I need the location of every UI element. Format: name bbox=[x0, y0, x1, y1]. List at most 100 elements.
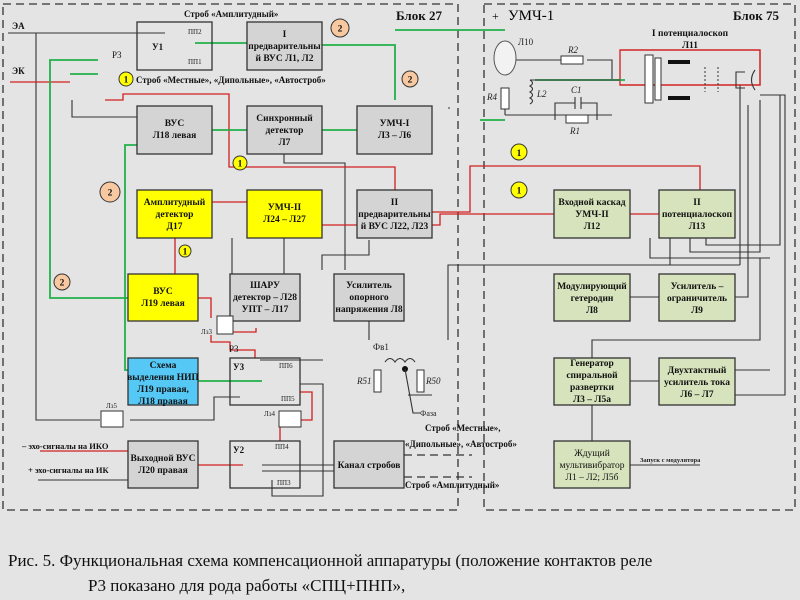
strobe-amplitude-out: Строб «Амплитудный» bbox=[405, 480, 500, 490]
block-label: опорного bbox=[349, 293, 389, 303]
block-label: УМЧ-II bbox=[268, 203, 302, 213]
block-label: II bbox=[391, 198, 399, 208]
marker-text: 1 bbox=[517, 149, 522, 159]
block-75-label: Блок 75 bbox=[733, 8, 779, 23]
block-strobe-channel: Канал стробов bbox=[333, 440, 405, 489]
delay-line-lz3 bbox=[216, 315, 234, 335]
resistor-r51 bbox=[373, 369, 382, 393]
block-label: ВУС bbox=[165, 119, 185, 129]
relay-r3-label-2: Р3 bbox=[229, 344, 239, 354]
block-label: предварительны bbox=[358, 210, 431, 220]
block-label: Д17 bbox=[166, 222, 182, 232]
contact-pp5: ПП5 bbox=[281, 395, 295, 403]
block-label: Канал стробов bbox=[338, 460, 401, 471]
marker-text: 2 bbox=[338, 25, 343, 35]
input-ek-label: ЭК bbox=[12, 66, 25, 76]
block-label: предварительны bbox=[248, 42, 321, 52]
umch1-label: УМЧ-1 bbox=[508, 8, 554, 24]
pot1-outline bbox=[619, 49, 761, 86]
r50-label: R50 bbox=[425, 376, 441, 386]
phase-lead bbox=[404, 368, 420, 414]
block-label: Л24 – Л27 bbox=[263, 215, 306, 225]
marker-text: 1 bbox=[238, 160, 243, 170]
block-label: ограничитель bbox=[667, 294, 727, 304]
block-label: напряжения Л8 bbox=[335, 305, 403, 315]
block-label: Л8 bbox=[586, 306, 598, 316]
r2-label: R2 bbox=[567, 45, 578, 55]
pot1-label: I потенциалоскоп bbox=[652, 29, 729, 39]
lz4-label: Лз4 bbox=[264, 410, 276, 418]
marker-2 bbox=[99, 181, 121, 203]
marker-text: 1 bbox=[183, 248, 188, 258]
input-ea-label: ЭА bbox=[12, 21, 25, 31]
marker-2 bbox=[330, 18, 350, 38]
block-label: У1 bbox=[152, 42, 164, 52]
block-label: детектор bbox=[266, 126, 304, 136]
block-label: Модулирующий bbox=[557, 281, 627, 292]
signal-markers: 1 1 1 1 1 2 2 2 2 bbox=[53, 18, 528, 291]
target-plate bbox=[644, 54, 654, 104]
signal-plate bbox=[654, 57, 662, 101]
block-label: Л3 – Л5а bbox=[573, 395, 611, 405]
block-label: Двухтактный bbox=[668, 365, 727, 376]
deflector-top bbox=[668, 60, 690, 64]
strobe-amplitude-label: Строб «Амплитудный» bbox=[184, 9, 279, 19]
block-label: й ВУС Л1, Л2 bbox=[255, 53, 313, 64]
lz5-label: Лз5 bbox=[106, 402, 118, 410]
delay-line-lz5 bbox=[100, 410, 124, 428]
block-label: Выходной ВУС bbox=[131, 453, 196, 464]
delay-line-lz4 bbox=[278, 410, 302, 428]
block-u2: У2 bbox=[229, 440, 301, 489]
strobe-local-out-1: Строб «Местные», bbox=[425, 423, 501, 433]
marker-1 bbox=[510, 143, 528, 161]
block-label: детектор – Л28 bbox=[233, 293, 297, 303]
block-label: выделения НИП bbox=[127, 373, 199, 383]
r1-label: R1 bbox=[569, 126, 580, 136]
block-label: Ждущий bbox=[574, 448, 610, 459]
strobe-dashed-outputs bbox=[404, 454, 472, 478]
block-27-frame bbox=[2, 3, 459, 511]
block-u3: У3 bbox=[229, 357, 301, 406]
block-label: Л6 – Л7 bbox=[680, 390, 713, 400]
block-label: II bbox=[693, 198, 701, 208]
block-label: Схема bbox=[150, 361, 177, 371]
deflector-bottom bbox=[668, 96, 690, 100]
block-label: Амплитудный bbox=[144, 197, 206, 208]
block-label: УМЧ-I bbox=[380, 119, 410, 129]
l2-label: L2 bbox=[536, 89, 547, 99]
inductor-l2 bbox=[528, 79, 620, 105]
marker-1 bbox=[118, 71, 134, 87]
launch-label: Запуск с модулятора bbox=[640, 457, 701, 464]
wires-red bbox=[10, 49, 761, 466]
marker-text: 2 bbox=[408, 76, 413, 86]
contact-pp2: ПП2 bbox=[188, 28, 202, 36]
l10-label: Л10 bbox=[518, 37, 534, 47]
block-label: Л19 правая, bbox=[137, 385, 189, 395]
block-label: Генератор bbox=[570, 359, 614, 369]
block-label: Л18 левая bbox=[153, 131, 197, 141]
